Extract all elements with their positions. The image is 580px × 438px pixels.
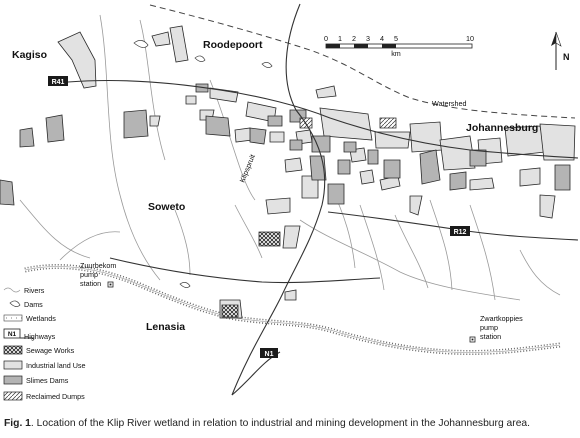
watershed-line [149,4,576,119]
slimes-dams [0,83,571,206]
road-r12-label: R12 [454,229,467,236]
road-r12: R12 [450,226,470,236]
zwartkoppies-label-3: station [480,332,501,341]
scale-tick: 3 [366,34,370,43]
legend-highways-label: Highways [24,332,56,341]
zwartkoppies-pump-station: Zwartkoppies pump station [469,314,523,343]
north-arrow-icon: N [551,31,570,70]
legend-wetlands-label: Wetlands [26,314,56,323]
legend-slimes: Slimes Dams [3,375,69,385]
north-label: N [563,52,570,62]
legend-industrial-label: Industrial land Use [26,361,86,370]
reclaimed-dumps [299,117,397,129]
road-n1: N1 [260,348,278,358]
legend-n1-badge: N1 [8,331,17,338]
scale-tick: 0 [324,34,328,43]
road-r41-label: R41 [52,79,65,86]
place-johannesburg: Johannesburg [466,122,538,134]
legend-industrial: Industrial land Use [3,360,86,370]
legend-reclaimed-label: Reclaimed Dumps [26,392,85,401]
legend-slimes-label: Slimes Dams [26,376,69,385]
place-roodepoort: Roodepoort [203,39,263,51]
legend-rivers: Rivers [3,286,45,295]
scale-tick: 4 [380,34,384,43]
figure-caption: Fig. 1. Location of the Klip River wetla… [4,418,576,429]
scale-tick: 5 [394,34,398,43]
highways [67,3,579,396]
road-n1-label: N1 [265,351,274,358]
legend-sewage: Sewage Works [3,345,75,355]
zwartkoppies-label-2: pump [480,323,498,332]
legend-reclaimed: Reclaimed Dumps [3,391,85,401]
caption-label: Fig. 1 [4,418,31,429]
klip-river-wetland [24,264,561,356]
scale-tick: 10 [466,34,474,43]
scale-bar: 0 1 2 3 4 5 10 km [324,34,474,58]
legend-dams-label: Dams [24,300,43,309]
legend-wetlands: Wetlands [3,314,56,323]
legend-sewage-label: Sewage Works [26,346,75,355]
legend-rivers-label: Rivers [24,286,45,295]
legend-highways: N1 Highways [3,328,56,341]
zwartkoppies-label-1: Zwartkoppies [480,314,523,323]
road-r41: R41 [48,76,68,86]
caption-text: . Location of the Klip River wetland in … [30,418,531,429]
zuurbekom-pump-station: Zuurbekom pump station [80,261,116,288]
dams [133,40,273,288]
scale-tick: 2 [352,34,356,43]
place-soweto: Soweto [148,201,185,213]
zuurbekom-label-2: pump [80,270,98,279]
place-lenasia: Lenasia [146,321,185,333]
zuurbekom-label-3: station [80,279,101,288]
place-kagiso: Kagiso [12,49,47,61]
sewage-works [221,231,281,318]
scale-tick: 1 [338,34,342,43]
legend: Rivers Dams Wetlands N1 Highways Sewage … [3,286,86,401]
legend-dams: Dams [9,300,43,309]
watershed-label: Watershed [432,99,467,108]
klip-river-map: R41 R12 N1 Kagiso Roodepoort Johannesbur… [0,3,579,401]
zuurbekom-label-1: Zuurbekom [80,261,116,270]
scale-unit: km [391,49,401,58]
